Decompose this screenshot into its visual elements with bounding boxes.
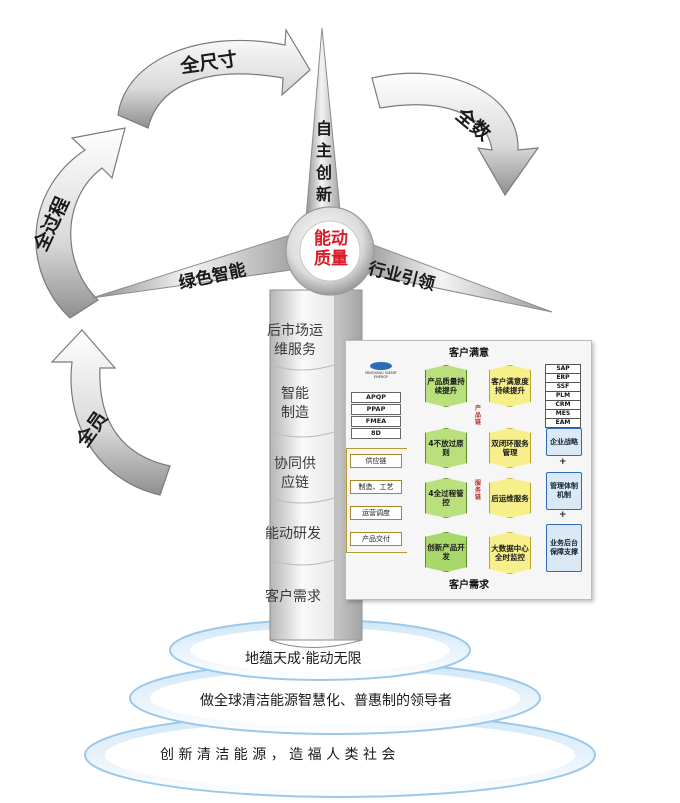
hex-product-quality: 产品质量持续提升: [425, 365, 467, 407]
arrow-top: [117, 28, 311, 129]
tower-item-rd: 能动研发: [265, 526, 321, 542]
blade-label-independent-innovation: 自主创新: [316, 119, 333, 204]
logo-text: MINGYANG SMART ENERGY: [365, 371, 397, 379]
tower-item-supply-chain: 协同供应链: [274, 456, 316, 491]
plus-sign-2: +: [559, 510, 567, 520]
supply-bracket: [346, 448, 407, 553]
company-logo: MINGYANG SMART ENERGY: [360, 360, 402, 379]
tower-item-aftermarket: 后市场运维服务: [267, 323, 323, 358]
system-eam: EAM: [545, 418, 581, 428]
logo-mark-icon: [370, 362, 392, 370]
ring-text-slogan-1: 地蕴天成·能动无限: [245, 651, 362, 667]
label-service-chain: 服务链: [474, 480, 481, 501]
hub-text: 能动 质量: [300, 229, 362, 269]
arrow-right: [371, 72, 540, 197]
hex-innovative-product: 创新产品开发: [425, 532, 467, 572]
hub-line2: 质量: [314, 249, 348, 269]
panel-title-satisfaction: 客户满意: [449, 348, 489, 359]
hex-big-data-center: 大数据中心全时监控: [489, 532, 531, 574]
tool-ppap: PPAP: [351, 404, 401, 415]
ground-rings: [84, 619, 596, 798]
tower-item-customer-demand: 客户需求: [265, 589, 321, 605]
plus-sign-1: +: [559, 457, 567, 467]
ring-text-slogan-3: 创 新 清 洁 能 源 ， 造 福 人 类 社 会: [160, 747, 396, 763]
supply-chain-box: 供应链: [350, 454, 402, 468]
hub-line1: 能动: [314, 229, 348, 249]
panel-title-demand: 客户需求: [449, 580, 489, 591]
ring-text-slogan-2: 做全球清洁能源智慧化、普惠制的领导者: [200, 693, 452, 709]
hex-four-principles: 4不放过原则: [425, 428, 467, 468]
tower-item-smart-manufacturing: 智能制造: [281, 386, 309, 421]
hex-after-service: 后运维服务: [489, 478, 531, 518]
hex-full-process-control: 4全过程管控: [425, 478, 467, 518]
hub: [285, 206, 375, 296]
box-enterprise-strategy: 企业战略: [546, 428, 582, 456]
tool-8d: 8D: [351, 428, 401, 439]
delivery-box: 产品交付: [350, 532, 402, 546]
tool-apqp: APQP: [351, 392, 401, 403]
hex-dual-loop-service: 双闭环服务管理: [489, 428, 531, 468]
arrow-bottom-left: [50, 329, 171, 496]
tool-fmea: FMEA: [351, 416, 401, 427]
manufacturing-box: 制造、工艺: [350, 480, 402, 494]
operations-box: 运营调度: [350, 506, 402, 520]
box-business-support: 业务后台保障支撑: [546, 524, 582, 572]
hex-customer-satisfaction: 客户满意度持续提升: [489, 365, 531, 407]
arrow-left: [35, 127, 126, 319]
box-management-mechanism: 管理体制机制: [546, 472, 582, 510]
label-product-chain: 产品链: [474, 405, 481, 426]
